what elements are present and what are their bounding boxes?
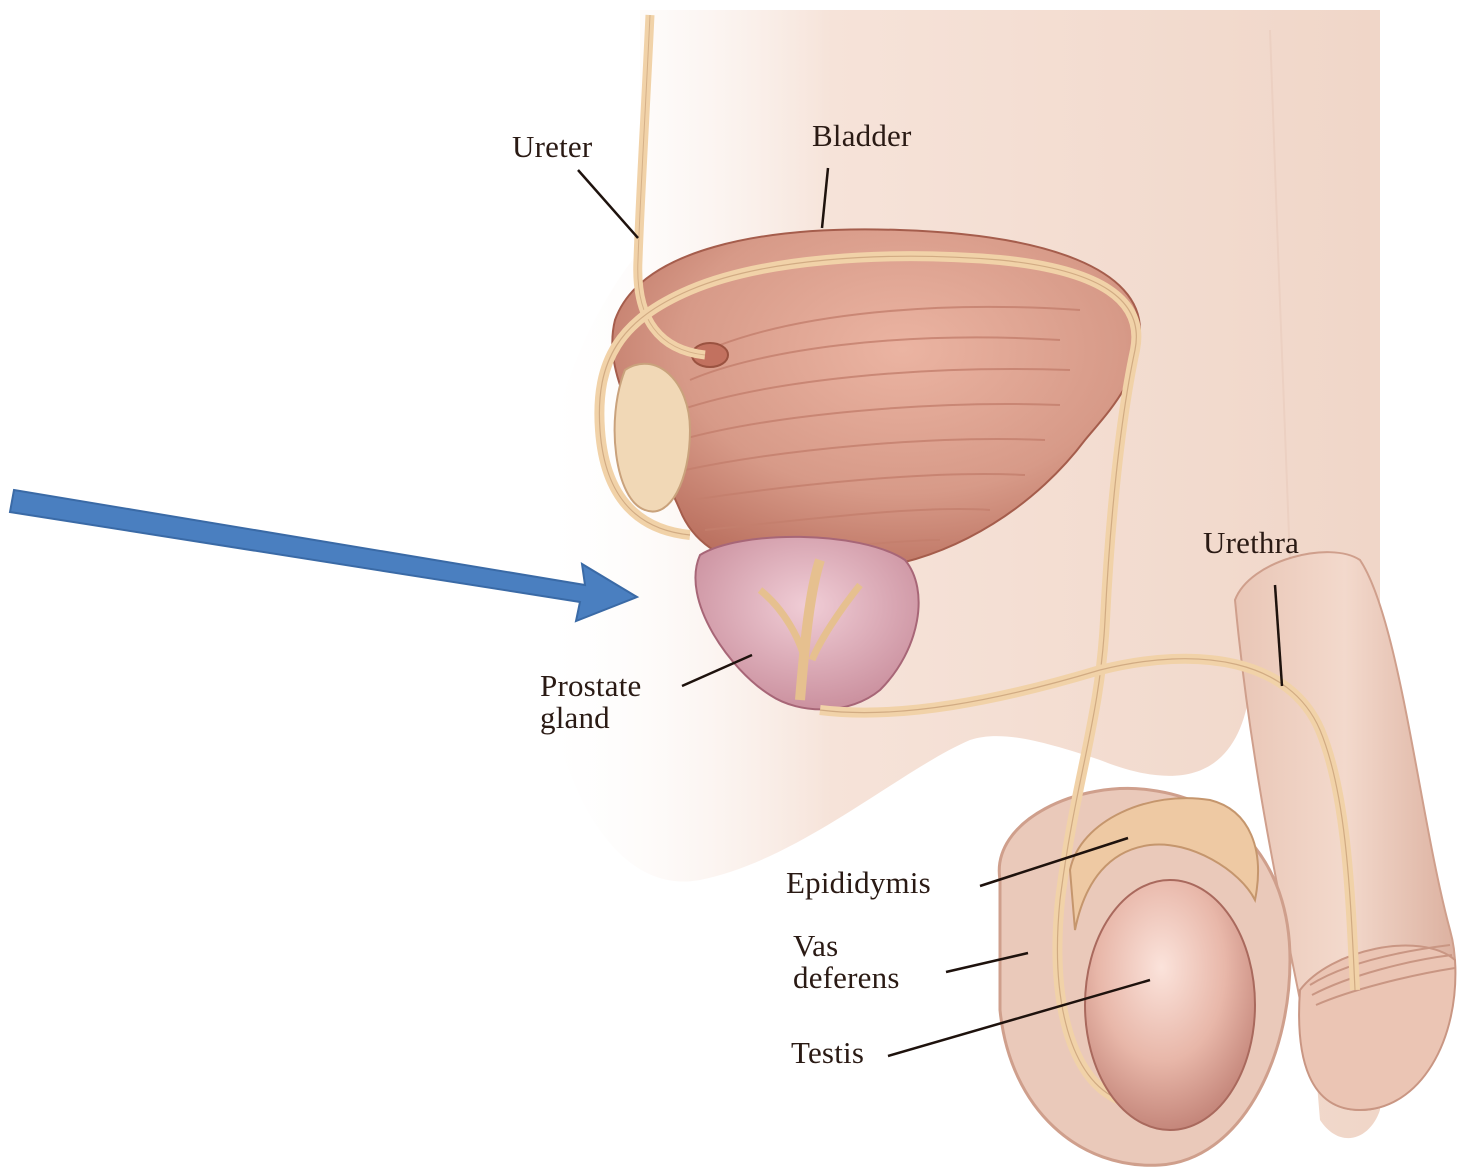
label-ureter: Ureter — [512, 131, 592, 163]
testis-shape — [1085, 880, 1255, 1130]
ureter-leader — [578, 170, 638, 238]
label-prostate-line1: Prostate — [540, 670, 641, 702]
label-testis: Testis — [791, 1037, 864, 1069]
label-epididymis: Epididymis — [786, 867, 931, 899]
label-vas-line1: Vas — [793, 930, 900, 962]
label-prostate-line2: gland — [540, 702, 641, 734]
label-vas-deferens: Vas deferens — [793, 930, 900, 994]
seminal-vesicle-shape — [615, 364, 690, 512]
label-vas-line2: deferens — [793, 962, 900, 994]
label-prostate-gland: Prostate gland — [540, 670, 641, 734]
label-bladder: Bladder — [812, 120, 912, 152]
label-urethra: Urethra — [1203, 527, 1299, 559]
